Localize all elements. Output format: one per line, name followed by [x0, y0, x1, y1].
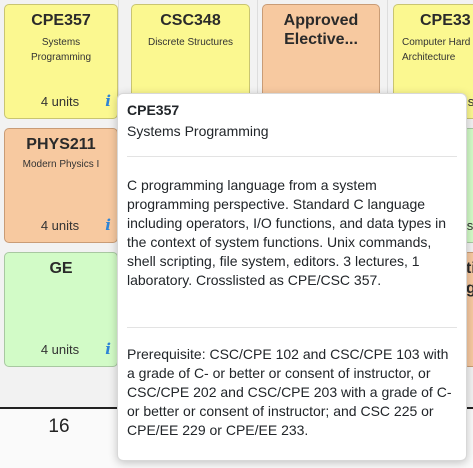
popover-course-title: Systems Programming: [127, 123, 269, 139]
course-code-fragment: g: [466, 279, 473, 298]
course-card-phys211[interactable]: PHYS211 Modern Physics I 4 units i: [4, 128, 118, 243]
course-code: ti: [466, 260, 473, 277]
info-icon[interactable]: i: [105, 216, 111, 234]
course-title: Systems Programming: [30, 37, 92, 63]
total-units: 16: [48, 416, 70, 437]
course-code: PHYS211: [26, 136, 96, 153]
info-icon[interactable]: i: [105, 92, 111, 110]
course-title: Modern Physics I: [22, 159, 100, 170]
course-units: 4 units: [40, 218, 80, 233]
popover-divider: [127, 327, 457, 328]
course-title: Discrete Structures: [147, 37, 234, 48]
course-info-popover: CPE357 Systems Programming C programming…: [117, 93, 467, 461]
popover-description: C programming language from a system pro…: [127, 177, 447, 288]
course-card-ge[interactable]: GE 4 units i: [4, 252, 118, 367]
course-units: s: [466, 218, 473, 233]
info-icon[interactable]: i: [105, 340, 111, 358]
course-title: Computer Hard Architecture: [402, 37, 471, 63]
popover-prerequisite: Prerequisite: CSC/CPE 102 and CSC/CPE 10…: [127, 346, 452, 438]
popover-divider: [127, 156, 457, 157]
course-units: s: [466, 94, 473, 109]
popover-header: CPE357 Systems Programming: [118, 94, 466, 156]
course-code: GE: [49, 260, 73, 277]
course-code: CPE357: [31, 12, 91, 29]
course-code: Approved Elective...: [283, 12, 359, 48]
course-units: 4 units: [40, 94, 80, 109]
course-code: CPE33: [420, 12, 471, 29]
course-units: 4 units: [40, 342, 80, 357]
popover-course-code: CPE357: [127, 102, 180, 118]
course-card-cpe357[interactable]: CPE357 Systems Programming 4 units i: [4, 4, 118, 119]
course-code: CSC348: [160, 12, 221, 29]
